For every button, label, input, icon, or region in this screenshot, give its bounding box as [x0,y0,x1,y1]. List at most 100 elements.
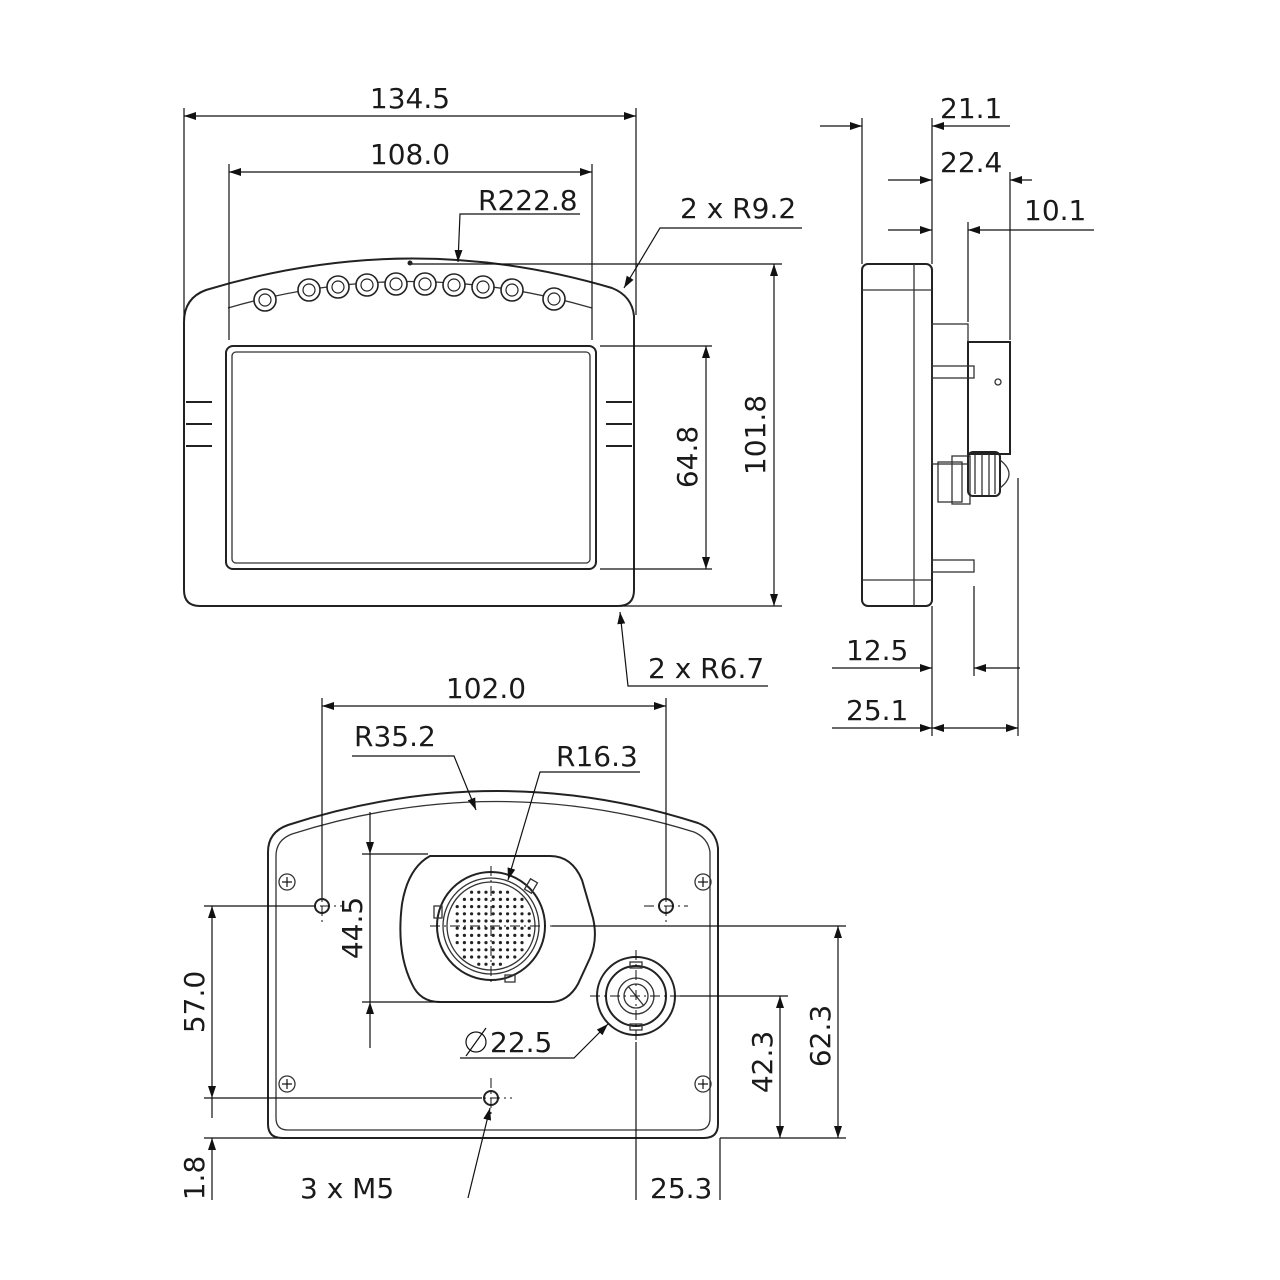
dim-102-0-label: 102.0 [446,672,526,705]
connector-pin [477,905,481,909]
display-screen-inner [231,351,591,564]
dim-connector-diameter: 22.5 [460,1023,609,1059]
connector-pin [484,912,488,916]
connector-pin [491,933,495,938]
connector-pin [527,926,531,930]
screw-bottom-left-icon [278,1075,296,1093]
dim-bottom-offset: 1.8 [178,1098,278,1200]
connector-pin [506,926,510,930]
dim-mount-spacing: 102.0 [321,672,667,898]
dim-r16-3-label: R16.3 [556,740,638,773]
led-4-icon [355,273,379,297]
connector-pin [484,933,488,938]
dim-mount-vertical: 57.0 [178,905,482,1099]
side-stud-upper [931,365,975,379]
connector-pin [484,941,488,945]
dim-r9-2-label: 2 x R9.2 [680,192,796,225]
connector-pin [477,955,481,959]
dim-57-0-label: 57.0 [178,971,211,1033]
connector-pin [477,933,481,938]
dim-thread-note: 3 x M5 [300,1107,492,1205]
dim-overall-height: 101.8 [412,263,782,607]
dim-r6-7-label: 2 x R6.7 [648,652,764,685]
connector-pin [462,955,466,959]
connector-pin [527,912,531,916]
connector-pin [506,933,510,938]
connector-pin [470,912,474,916]
connector-pin [484,897,488,902]
connector-pin [513,897,517,902]
connector-pin [513,919,517,923]
connector-pin [498,948,502,952]
connector-cutout [399,855,596,1003]
led-2-icon [297,278,321,302]
connector-pin [477,962,481,966]
dim-25-1-label: 25.1 [846,694,908,727]
connector-pin [462,905,466,909]
connector-pin [484,962,488,966]
dim-1-8-label: 1.8 [178,1156,211,1201]
connector-pin [506,948,510,952]
dim-overall-width: 134.5 [183,82,637,320]
connector-pin [470,897,474,902]
connector-pin [462,926,466,930]
connector-pin [484,890,488,894]
connector-pin [513,955,517,959]
dim-62-3-label: 62.3 [804,1005,837,1067]
connector-pin [498,933,502,938]
dim-10-1-label: 10.1 [1024,194,1086,227]
connector-pin [470,955,474,959]
connector-pin [462,897,466,902]
led-1-icon [253,288,277,312]
connector-pin [498,897,502,902]
connector-pin [477,926,481,930]
connector-pin [462,919,466,923]
connector-pin [498,962,502,966]
connector-pin [491,897,495,902]
connector-pin [470,948,474,952]
dim-42-3-label: 42.3 [746,1031,779,1093]
screw-top-left-icon [278,873,296,891]
connector-pin [484,919,488,923]
connector-pin [484,905,488,909]
dim-cutout-height: 44.5 [336,812,440,1048]
connector-pin [498,926,502,930]
connector-pin [506,919,510,923]
connector-pin [462,933,466,938]
side-round-connector [937,451,1010,505]
connector-pin [506,912,510,916]
connector-pin [498,919,502,923]
connector-pin [513,912,517,916]
led-5-icon [384,272,408,296]
connector-pin [477,912,481,916]
led-9-icon [500,278,524,302]
connector-pin [520,933,524,938]
dim-r222-8-label: R222.8 [478,184,578,217]
connector-pin [470,941,474,945]
connector-pin [506,897,510,902]
connector-pin [491,941,495,945]
connector-pin [470,919,474,923]
dim-12-5: 12.5 [832,586,1020,736]
connector-pin [484,955,488,959]
dim-round-connector-offset: 25.3 [635,1042,721,1205]
connector-pin [520,897,524,902]
connector-pin [506,955,510,959]
led-6-icon [413,272,437,296]
connector-pin [477,897,481,902]
connector-pin [455,926,459,930]
dim-m5-label: 3 x M5 [300,1172,394,1205]
connector-pin [470,890,474,894]
display-screen [225,345,597,570]
connector-pin [455,941,459,945]
connector-pin [520,912,524,916]
dim-108-0-label: 108.0 [370,138,450,171]
connector-pin [520,905,524,909]
connector-pin [470,905,474,909]
connector-pin [513,948,517,952]
connector-pins [455,890,531,966]
dim-screen-height: 64.8 [600,345,712,570]
connector-pin [506,890,510,894]
connector-pin [470,933,474,938]
connector-pin [491,948,495,952]
